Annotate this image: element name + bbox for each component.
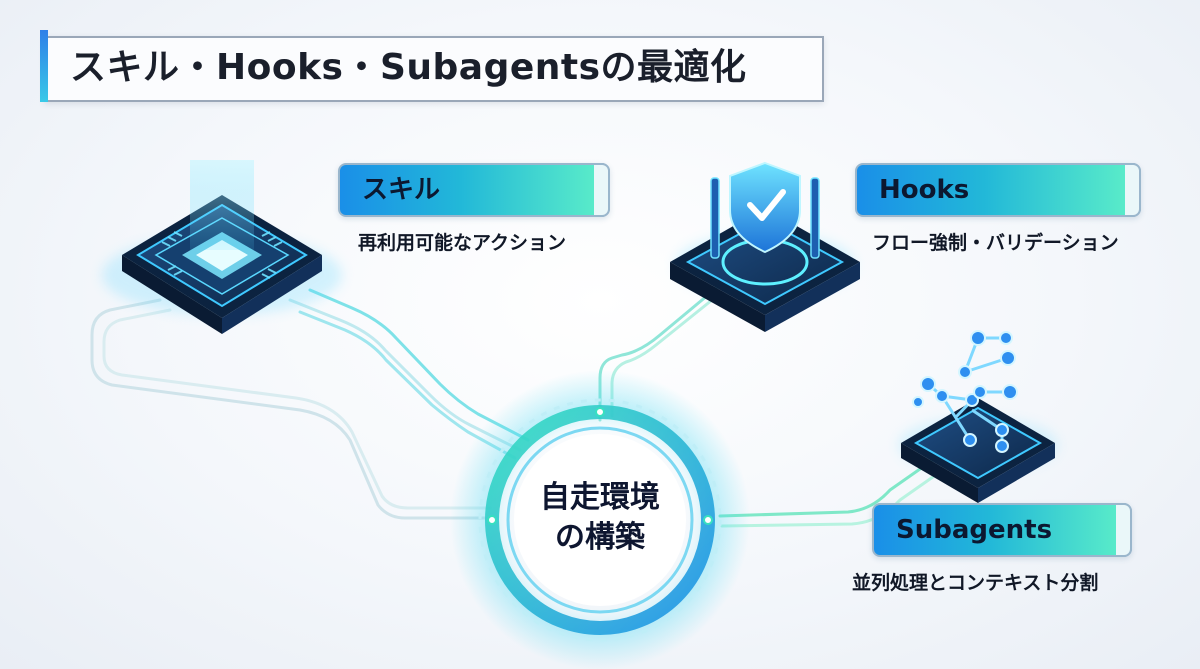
- skills-label-end: [594, 163, 610, 217]
- connector-skills-direct-2: [298, 310, 517, 460]
- subagents-description: 並列処理とコンテキスト分割: [852, 572, 1099, 594]
- hooks-label-pill: Hooks: [855, 163, 1141, 217]
- subagents-label-end: [1116, 503, 1132, 557]
- hooks-label: Hooks: [879, 175, 970, 205]
- hub-label-line1: 自走環境: [540, 480, 660, 515]
- title-accent-bar: [40, 30, 48, 102]
- skills-description: 再利用可能なアクション: [358, 232, 567, 254]
- branch-network-icon: [898, 330, 1058, 503]
- connector-skills-direct-3: [308, 288, 530, 442]
- hub-label: 自走環境 の構築: [500, 478, 700, 558]
- hub-label-line2: の構築: [555, 520, 645, 555]
- page-title: スキル・Hooks・Subagentsの最適化: [70, 47, 747, 88]
- title-frame: [44, 36, 824, 102]
- subagents-label-pill: Subagents: [872, 503, 1132, 557]
- skills-label: スキル: [362, 175, 441, 205]
- connector-skills-outer: [90, 298, 487, 520]
- shield-check-icon: [670, 161, 860, 332]
- hooks-label-end: [1125, 163, 1141, 217]
- subagents-label: Subagents: [896, 515, 1053, 545]
- connector-skills-outer-2: [102, 308, 492, 510]
- chip-icon: [102, 160, 342, 334]
- title-banner: スキル・Hooks・Subagentsの最適化: [40, 30, 830, 102]
- skills-label-pill: スキル: [338, 163, 610, 217]
- connector-skills-direct-1: [288, 298, 522, 452]
- hooks-description: フロー強制・バリデーション: [872, 232, 1119, 254]
- connector-subagents: [718, 453, 942, 518]
- hub-ring: [450, 370, 750, 669]
